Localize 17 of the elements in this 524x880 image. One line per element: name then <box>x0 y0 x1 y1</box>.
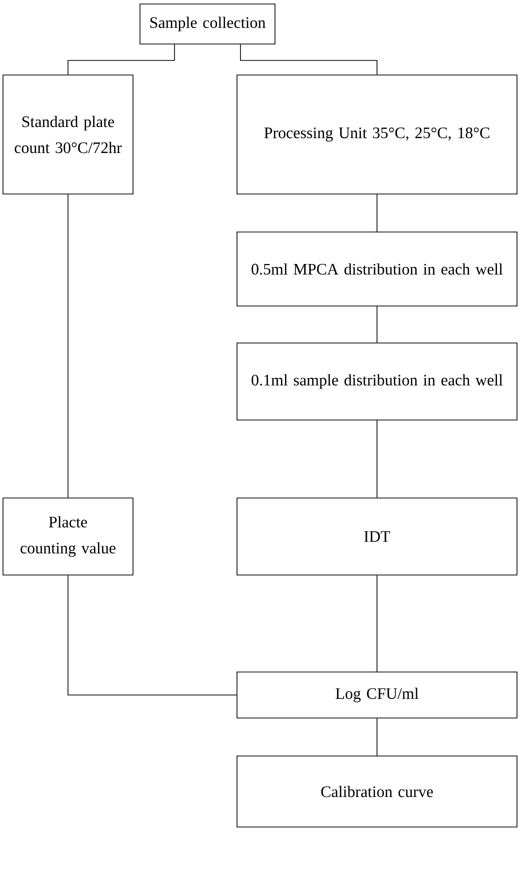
process-box: IDT <box>236 498 518 576</box>
connector-line <box>376 306 378 343</box>
process-box: Processing Unit 35°C, 25°C, 18°C <box>236 74 518 194</box>
process-box: 0.1ml sample distribution in each well <box>236 342 518 420</box>
process-box: Sample collection <box>140 4 276 44</box>
process-box: Standard plate count 30°C/72hr <box>2 74 134 194</box>
process-box: Placte counting value <box>2 498 134 576</box>
connector-line <box>68 575 237 696</box>
process-box: Log CFU/ml <box>236 672 518 718</box>
connector-line <box>376 194 378 232</box>
connector-line <box>376 420 378 498</box>
process-box: 0.5ml MPCA distribution in each well <box>236 232 518 306</box>
connector-line <box>376 718 378 756</box>
connector-line <box>376 575 378 672</box>
process-box: Calibration curve <box>236 756 518 828</box>
connector-line <box>240 44 378 75</box>
connector-line <box>68 44 175 75</box>
